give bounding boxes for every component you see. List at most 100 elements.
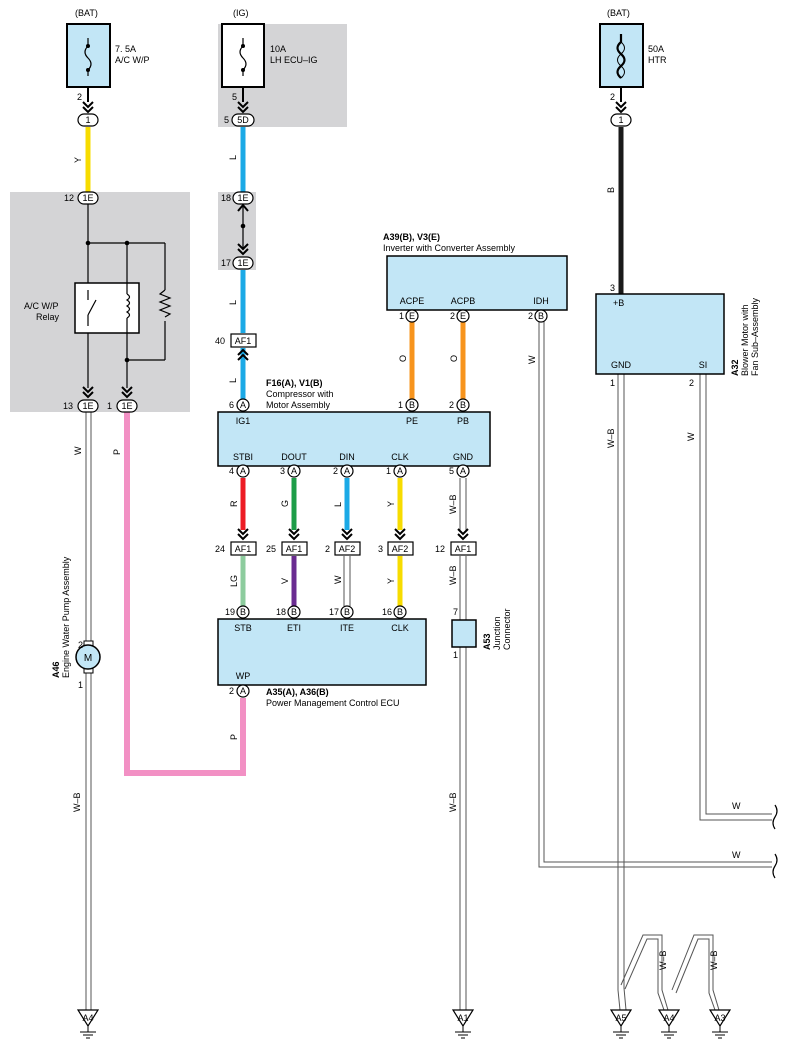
svg-text:5: 5 xyxy=(449,466,454,476)
fuse2-name: LH ECU–IG xyxy=(270,55,318,65)
svg-text:4: 4 xyxy=(229,466,234,476)
ecu-term-eti: ETI xyxy=(287,623,301,633)
fuse-lh-ecu-ig xyxy=(221,23,265,102)
label-wire-wb-pump: W–B xyxy=(72,792,82,812)
compressor-bottom-pins xyxy=(236,464,470,478)
svg-text:B: B xyxy=(240,607,246,617)
svg-text:1E: 1E xyxy=(237,258,248,268)
fuse1-pin: 2 xyxy=(77,92,82,102)
ecu-term-stb: STB xyxy=(234,623,252,633)
junction-connector xyxy=(451,619,477,648)
label-wire-w3: W xyxy=(333,575,343,584)
label-wire-l4: L xyxy=(333,502,343,507)
label-wire-l2: L xyxy=(228,300,238,305)
inverter-term-idh: IDH xyxy=(533,296,549,306)
blower-pin-si: 2 xyxy=(689,378,694,388)
pump-pin-top: 2 xyxy=(78,640,83,650)
compressor-term-din: DIN xyxy=(339,452,355,462)
label-wire-p1: P xyxy=(112,449,122,455)
ecu-term-wp: WP xyxy=(236,671,251,681)
label-wire-wb3: W–B xyxy=(448,565,458,585)
relay-label-1: A/C W/P xyxy=(24,301,59,311)
ecu-name: Power Management Control ECU xyxy=(266,698,400,708)
fuse-htr xyxy=(599,23,644,102)
fuse2-rating: 10A xyxy=(270,44,286,54)
svg-text:17: 17 xyxy=(329,607,339,617)
fuse1-rating: 7. 5A xyxy=(115,44,136,54)
inverter-conn-3: B xyxy=(538,311,544,321)
svg-text:2: 2 xyxy=(333,466,338,476)
mid-connectors xyxy=(230,541,477,556)
svg-text:A4: A4 xyxy=(663,1013,674,1023)
compressor-term-gnd: GND xyxy=(453,452,474,462)
label-wire-p2: P xyxy=(229,734,239,740)
water-pump-motor: M xyxy=(75,640,101,674)
fuse1-supply: (BAT) xyxy=(75,8,98,18)
mid-conn-5: AF1 xyxy=(455,544,472,554)
ig-pin-b: 17 xyxy=(221,258,231,268)
inverter-box xyxy=(386,255,568,311)
svg-text:A: A xyxy=(240,466,246,476)
blower-term-si: SI xyxy=(699,360,708,370)
svg-text:6: 6 xyxy=(229,400,234,410)
svg-text:18: 18 xyxy=(276,607,286,617)
inverter-name: Inverter with Converter Assembly xyxy=(383,243,516,253)
label-wire-v: V xyxy=(280,578,290,584)
junction-pin-top: 7 xyxy=(453,607,458,617)
svg-text:A4: A4 xyxy=(82,1013,93,1023)
label-wire-o1: O xyxy=(398,355,408,362)
label-wire-lg: LG xyxy=(229,575,239,587)
svg-text:A5: A5 xyxy=(615,1013,626,1023)
connector-fuse2-pin: 5 xyxy=(224,115,229,125)
junction-name-1: Junction xyxy=(492,616,502,650)
inverter-conn-1: E xyxy=(409,311,415,321)
svg-text:2: 2 xyxy=(449,400,454,410)
relay-label-2: Relay xyxy=(36,312,60,322)
label-wire-w-idh: W xyxy=(527,355,537,364)
mid-pin-5: 12 xyxy=(435,544,445,554)
blower-name-2: Fan Sub–Assembly xyxy=(750,297,760,376)
svg-text:5D: 5D xyxy=(237,115,249,125)
ecu-id: A35(A), A36(B) xyxy=(266,687,329,697)
mid-pin-4: 3 xyxy=(378,544,383,554)
mid-conn-1: AF1 xyxy=(235,544,252,554)
junction-id: A53 xyxy=(482,633,492,650)
fuse1-name: A/C W/P xyxy=(115,55,150,65)
blower-term-gnd: GND xyxy=(611,360,632,370)
label-wire-y2: Y xyxy=(386,501,396,507)
svg-text:3: 3 xyxy=(280,466,285,476)
svg-text:A: A xyxy=(344,466,350,476)
svg-text:AF1: AF1 xyxy=(235,336,252,346)
label-wire-w-a: W xyxy=(732,801,741,811)
svg-text:A: A xyxy=(240,400,246,410)
svg-text:B: B xyxy=(409,400,415,410)
ecu-bottom-pin xyxy=(236,684,250,698)
svg-text:A: A xyxy=(291,466,297,476)
blower-id: A32 xyxy=(730,359,740,376)
wire-p xyxy=(124,412,246,776)
mid-pin-1: 24 xyxy=(215,544,225,554)
svg-text:2: 2 xyxy=(229,686,234,696)
junction-name-2: Connector xyxy=(502,608,512,650)
ig-pin-a: 18 xyxy=(221,193,231,203)
ground-a1: A1 xyxy=(452,1009,474,1039)
blower-box xyxy=(595,293,725,375)
relay-pin-out2: 1 xyxy=(107,401,112,411)
label-wire-l3: L xyxy=(228,378,238,383)
relay-pin-top: 12 xyxy=(64,193,74,203)
fuse3-pin: 2 xyxy=(610,92,615,102)
compressor-id: F16(A), V1(B) xyxy=(266,378,323,388)
label-wire-l1: L xyxy=(228,155,238,160)
compressor-name-1: Compressor with xyxy=(266,389,334,399)
svg-text:B: B xyxy=(397,607,403,617)
ig-connector-a: 1E xyxy=(232,191,254,205)
svg-text:1E: 1E xyxy=(82,401,93,411)
blower-name-1: Blower Motor with xyxy=(740,304,750,376)
svg-text:A1: A1 xyxy=(457,1013,468,1023)
svg-text:1: 1 xyxy=(85,115,90,125)
ig-connector-c: AF1 xyxy=(230,333,257,348)
svg-text:B: B xyxy=(344,607,350,617)
compressor-box xyxy=(217,411,491,467)
inverter-pins xyxy=(405,309,548,323)
inverter-pin-1: 1 xyxy=(399,311,404,321)
